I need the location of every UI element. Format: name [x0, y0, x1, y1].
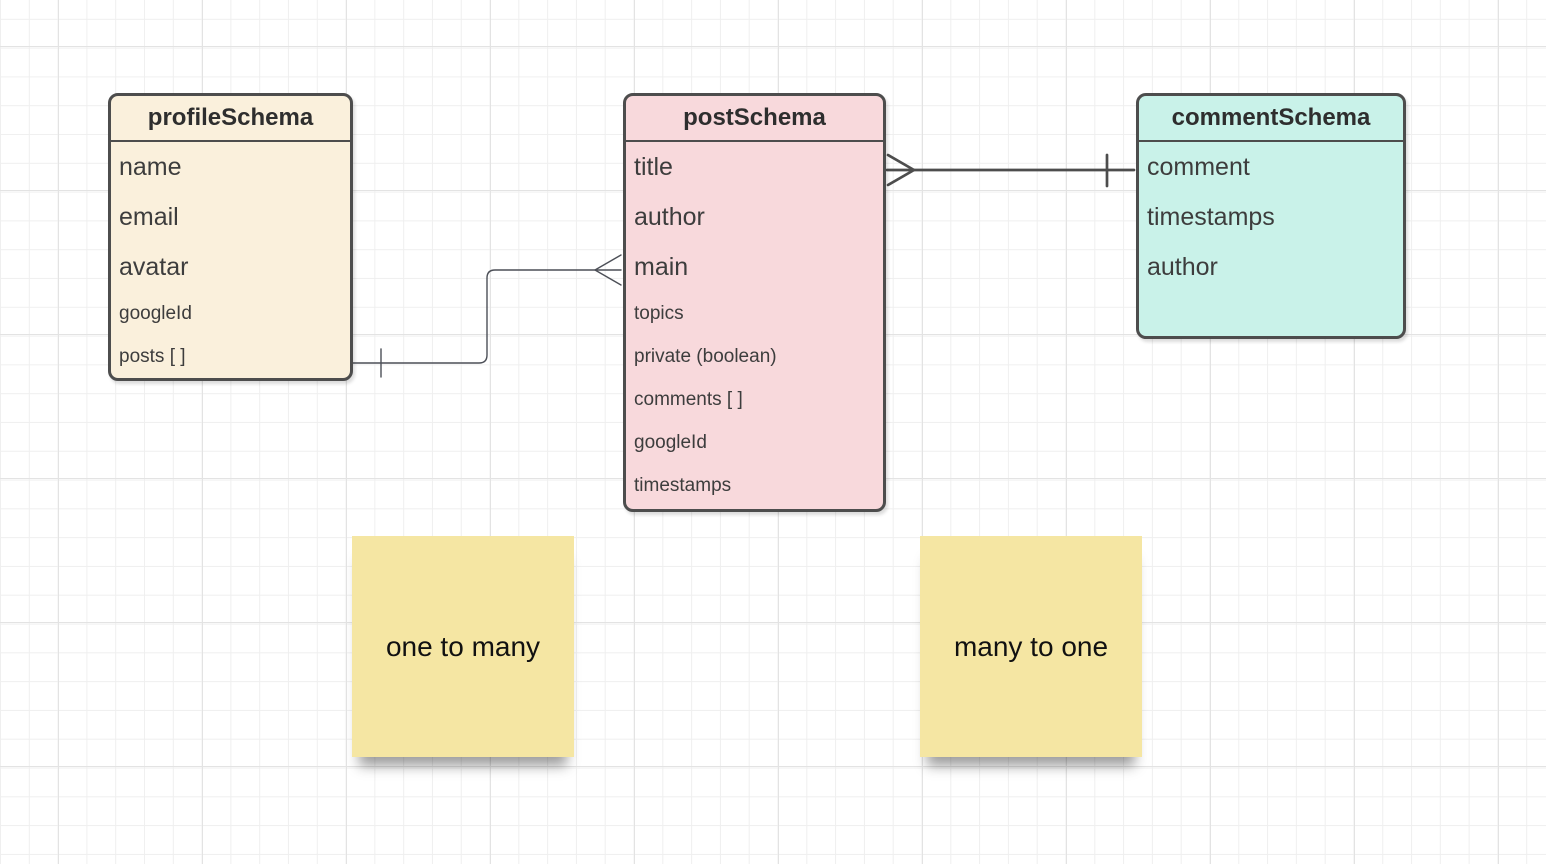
sticky-note-text: one to many [385, 630, 541, 662]
field-avatar[interactable]: avatar [119, 252, 189, 281]
entity-profileSchema-title[interactable]: profileSchema [111, 96, 350, 142]
field-private[interactable]: private (boolean) [634, 345, 777, 367]
field-author[interactable]: author [634, 202, 705, 231]
field-email[interactable]: email [119, 202, 179, 231]
field-main[interactable]: main [634, 252, 689, 281]
entity-profileSchema[interactable]: profileSchema name email avatar googleId… [108, 93, 353, 381]
field-author[interactable]: author [1147, 252, 1218, 281]
connector-post-to-comment[interactable] [885, 153, 1136, 188]
field-posts[interactable]: posts [ ] [119, 345, 186, 367]
connector-profile-to-post[interactable] [352, 254, 622, 378]
entity-commentSchema[interactable]: commentSchema comment timestamps author [1136, 93, 1406, 339]
field-timestamps[interactable]: timestamps [1147, 202, 1275, 231]
field-comments[interactable]: comments [ ] [634, 388, 743, 410]
entity-commentSchema-title[interactable]: commentSchema [1139, 96, 1403, 142]
sticky-note-one-to-many[interactable]: one to many [352, 536, 574, 757]
entity-profileSchema-body: name email avatar googleId posts [ ] [111, 142, 350, 378]
connector-profile-to-post-line[interactable] [352, 269, 622, 364]
entity-postSchema[interactable]: postSchema title author main topics priv… [623, 93, 886, 512]
crows-foot-many-marker [886, 153, 916, 187]
field-googleId[interactable]: googleId [634, 431, 707, 453]
crows-foot-many-marker [594, 254, 622, 286]
sticky-note-text: many to one [953, 630, 1109, 662]
field-topics[interactable]: topics [634, 302, 684, 324]
entity-postSchema-body: title author main topics private (boolea… [626, 142, 883, 507]
sticky-note-many-to-one[interactable]: many to one [920, 536, 1142, 757]
entity-commentSchema-body: comment timestamps author [1139, 142, 1403, 292]
field-title[interactable]: title [634, 152, 673, 181]
field-timestamps[interactable]: timestamps [634, 474, 732, 496]
field-name[interactable]: name [119, 152, 182, 181]
field-comment[interactable]: comment [1147, 152, 1250, 181]
field-googleId[interactable]: googleId [119, 302, 192, 324]
entity-postSchema-title[interactable]: postSchema [626, 96, 883, 142]
